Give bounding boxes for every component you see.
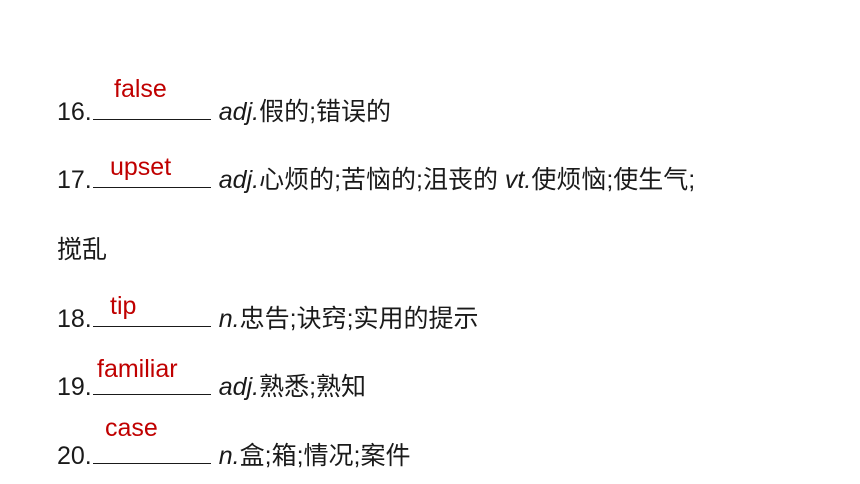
part-of-speech: n. [218, 442, 240, 470]
part-of-speech-2: vt. [504, 166, 532, 194]
vocab-item-17: 17. adj.心烦的;苦恼的;沮丧的 vt.使烦恼;使生气; [57, 165, 695, 195]
meaning: 盒;箱;情况;案件 [239, 442, 411, 470]
item-number: 18. [57, 305, 92, 333]
answer-19: familiar [97, 355, 178, 383]
answer-18: tip [110, 292, 137, 320]
answer-blank [92, 165, 211, 188]
answer-16: false [114, 75, 167, 103]
vocab-item-18: 18. n.忠告;诀窍;实用的提示 [57, 304, 479, 334]
answer-blank [92, 304, 211, 327]
meaning-2: 使烦恼;使生气; [531, 166, 696, 194]
item-number: 19. [57, 373, 92, 401]
part-of-speech: n. [218, 305, 240, 333]
vocab-item-19: 19. adj.熟悉;熟知 [57, 372, 366, 402]
answer-blank [92, 97, 211, 120]
meaning: 忠告;诀窍;实用的提示 [239, 305, 479, 333]
meaning: 心烦的;苦恼的;沮丧的 [259, 166, 505, 194]
meaning-continuation: 搅乱 [57, 236, 108, 264]
item-number: 16. [57, 98, 92, 126]
part-of-speech: adj. [218, 166, 260, 194]
vocab-item-16: 16. adj.假的;错误的 [57, 97, 391, 127]
item-number: 17. [57, 166, 92, 194]
meaning: 熟悉;熟知 [259, 373, 367, 401]
part-of-speech: adj. [218, 373, 260, 401]
answer-20: case [105, 414, 158, 442]
vocab-item-20: 20. n.盒;箱;情况;案件 [57, 441, 410, 471]
meaning: 假的;错误的 [259, 98, 392, 126]
answer-blank [92, 441, 211, 464]
vocab-item-17-continuation: 搅乱 [57, 235, 107, 265]
item-number: 20. [57, 442, 92, 470]
answer-blank [92, 372, 211, 395]
part-of-speech: adj. [218, 98, 260, 126]
answer-17: upset [110, 153, 172, 181]
